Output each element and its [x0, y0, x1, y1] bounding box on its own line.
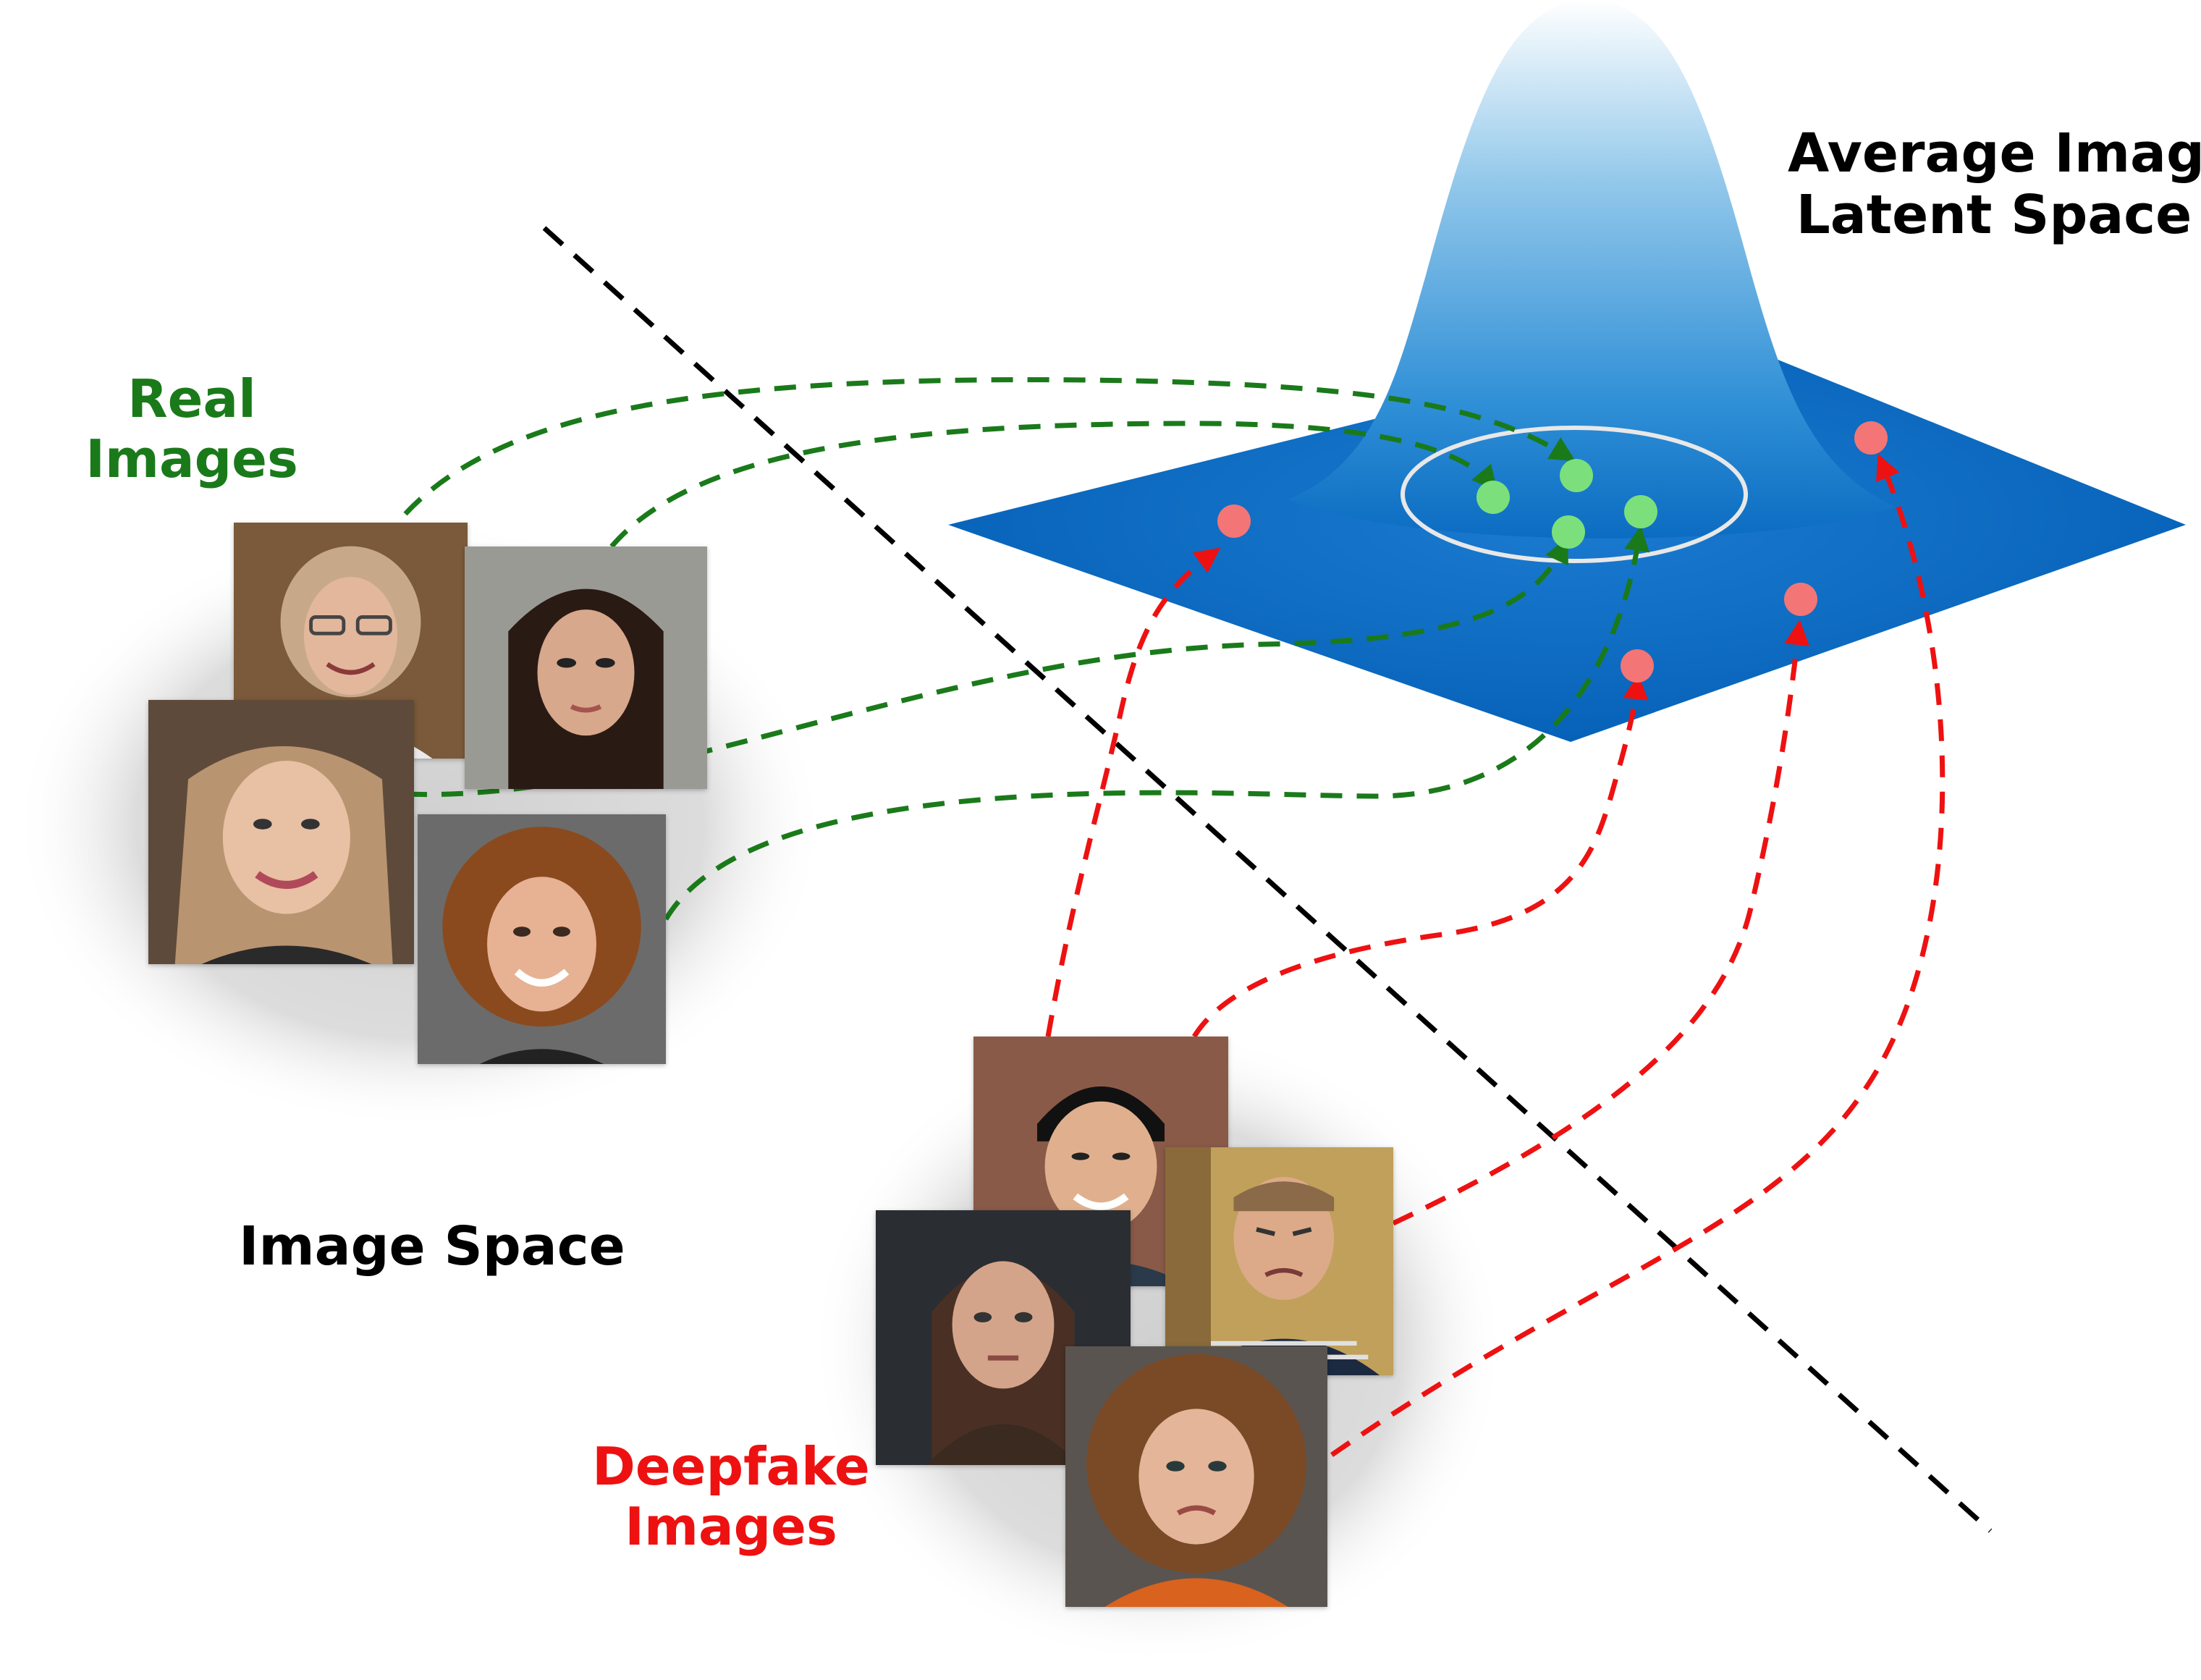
- fake-photo-frowning-girl: [1065, 1346, 1327, 1607]
- real-photo-smiling-woman: [148, 700, 414, 964]
- real-point: [1552, 515, 1585, 549]
- fake-mapping-arrows: [1045, 454, 1946, 1457]
- fake-arrow-3: [1392, 620, 1810, 1226]
- real-point: [1624, 495, 1657, 528]
- real-photo-curly-girl: [418, 814, 666, 1064]
- real-photo-dark-haired-woman: [465, 546, 707, 789]
- dark-haired-woman-portrait-icon: [465, 546, 707, 789]
- curly-haired-girl-portrait-icon: [418, 814, 666, 1064]
- decision-boundary-line: [542, 226, 1993, 1533]
- real-arrow-4: [663, 525, 1650, 921]
- smiling-blonde-woman-portrait-icon: [148, 700, 414, 964]
- real-images-label-line-2: Images: [85, 428, 298, 489]
- deepfake-images-label-line-2: Images: [625, 1495, 837, 1557]
- image-space-label: Image Space: [239, 1215, 625, 1278]
- fake-point: [1784, 583, 1817, 616]
- real-arrow-2: [609, 421, 1497, 549]
- gaussian-peak: [1288, 0, 1896, 539]
- real-images-label: Real Images: [65, 369, 318, 489]
- frowning-curly-girl-portrait-icon: [1065, 1346, 1327, 1607]
- latent-points: [1217, 421, 1888, 683]
- deepfake-images-label: Deepfake Images: [579, 1437, 883, 1557]
- fake-point: [1217, 505, 1251, 538]
- deepfake-images-label-line-1: Deepfake: [592, 1436, 870, 1497]
- fake-point: [1854, 421, 1888, 455]
- fake-arrow-2: [1192, 674, 1649, 1038]
- fake-arrow-4: [1330, 454, 1946, 1457]
- real-point: [1560, 459, 1593, 492]
- fake-arrow-1: [1045, 547, 1221, 1037]
- real-point: [1477, 481, 1510, 514]
- frowning-man-portrait-icon: [1165, 1147, 1393, 1375]
- latent-space-label-line-2: Latent Space: [1796, 184, 2192, 247]
- latent-space-label-line-1: Average Image: [1788, 122, 2201, 185]
- latent-space-label: Average Image Latent Space: [1788, 122, 2201, 247]
- fake-point: [1621, 649, 1654, 683]
- real-images-label-line-1: Real: [127, 368, 256, 429]
- average-region-ellipse: [1401, 426, 1748, 563]
- fake-photo-frowning-man: [1165, 1147, 1393, 1375]
- real-arrow-1: [403, 377, 1576, 516]
